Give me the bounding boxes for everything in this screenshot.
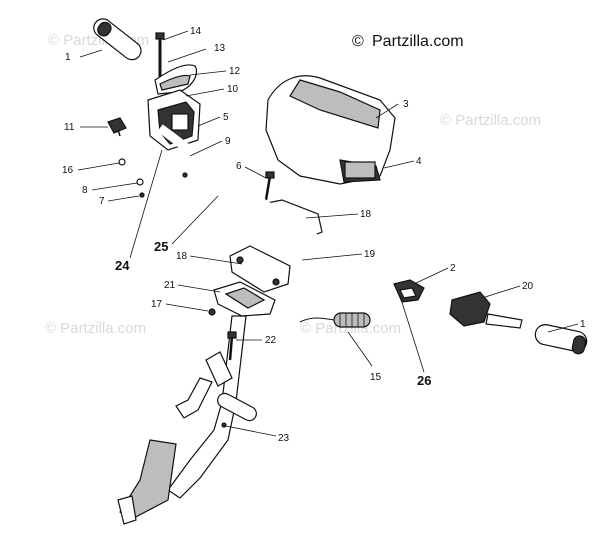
throttle-lever — [154, 64, 198, 95]
callout-1: 1 — [65, 52, 71, 63]
screw — [264, 171, 275, 201]
callout-15: 15 — [370, 372, 382, 383]
callout-16: 16 — [62, 165, 74, 176]
callout-26: 26 — [417, 373, 431, 388]
brake-lever — [449, 291, 523, 329]
pin — [182, 172, 188, 178]
callout-7: 7 — [99, 196, 105, 207]
callout-21: 21 — [164, 280, 176, 291]
brand-name: Partzilla.com — [372, 33, 464, 50]
nut — [208, 308, 216, 316]
switch-right — [393, 279, 425, 303]
callout-10: 10 — [227, 84, 239, 95]
nut — [139, 192, 145, 198]
hood-panel — [265, 75, 396, 185]
callout-14: 14 — [190, 26, 202, 37]
callout-12: 12 — [229, 66, 241, 77]
bolt — [227, 331, 237, 361]
watermark: © Partzilla.com — [440, 112, 541, 129]
steering-post — [117, 315, 247, 525]
grip-right — [534, 324, 588, 355]
washer — [136, 178, 144, 186]
grip-left — [93, 18, 142, 61]
callout-25: 25 — [154, 239, 168, 254]
callout-1: 1 — [580, 319, 586, 330]
callout-4: 4 — [416, 156, 422, 167]
callout-18: 18 — [360, 209, 372, 220]
callout-19: 19 — [364, 249, 376, 260]
brand-logo: © Partzilla.com — [352, 33, 464, 50]
callout-23: 23 — [278, 433, 290, 444]
callout-5: 5 — [223, 112, 229, 123]
heated-grip — [299, 312, 371, 328]
callout-24: 24 — [115, 258, 130, 273]
callout-13: 13 — [214, 43, 226, 54]
support-tube — [175, 351, 233, 419]
throttle-housing — [147, 89, 201, 151]
handlebar — [157, 124, 394, 290]
callout-2: 2 — [450, 263, 456, 274]
callout-6: 6 — [236, 161, 242, 172]
callout-8: 8 — [82, 185, 88, 196]
bracket-lower — [229, 245, 291, 293]
mount-plate — [213, 281, 276, 317]
copyright-symbol: © — [352, 33, 364, 50]
switch-part — [107, 117, 127, 137]
leader-lines — [77, 30, 579, 437]
watermark: © Partzilla.com — [300, 320, 401, 337]
callout-20: 20 — [522, 281, 534, 292]
clamp-tube — [217, 392, 257, 422]
callout-17: 17 — [151, 299, 163, 310]
bolt — [155, 32, 165, 78]
watermark: © Partzilla.com — [45, 320, 146, 337]
callout-22: 22 — [265, 335, 277, 346]
callout-11: 11 — [64, 122, 75, 133]
rivet — [221, 422, 227, 428]
screw — [118, 158, 126, 166]
callout-18: 18 — [176, 251, 188, 262]
callout-3: 3 — [403, 99, 409, 110]
callout-9: 9 — [225, 136, 231, 147]
